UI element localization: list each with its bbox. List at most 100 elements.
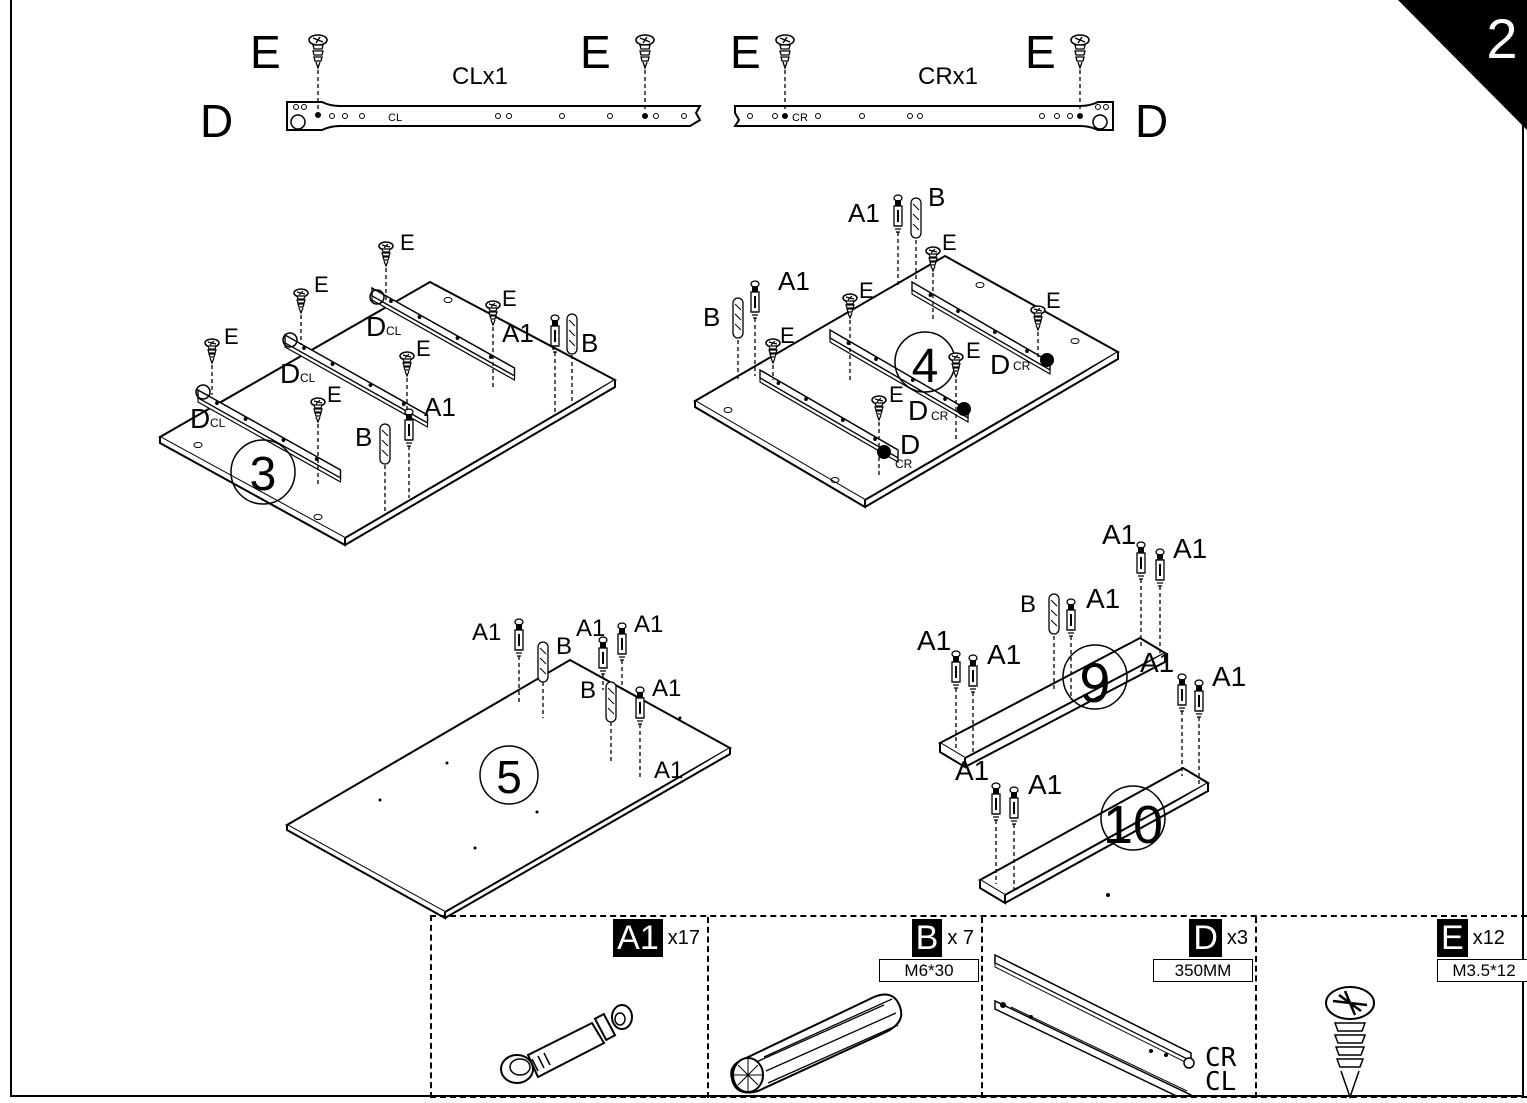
callout-label: CR — [931, 409, 949, 423]
callout-label: CL — [210, 416, 226, 430]
cam-bolt-icon — [514, 618, 524, 657]
cam-bolt-icon — [1155, 548, 1165, 587]
part-qty: x 7 — [942, 919, 979, 957]
slide-cl-marking: CL — [388, 112, 402, 124]
screw-icon — [1325, 986, 1375, 1100]
callout-label: A1 — [955, 755, 989, 786]
panel-number: 10 — [1103, 795, 1163, 855]
callout-label: D — [280, 358, 300, 389]
dowel-icon — [1048, 593, 1060, 635]
step-corner-icon: 2 — [1398, 0, 1527, 130]
callout-label: A1 — [1212, 661, 1246, 692]
screw-icon — [635, 34, 655, 69]
panel-number-circle — [479, 745, 539, 805]
dowel-icon — [537, 641, 549, 683]
part-code: D — [1189, 919, 1222, 957]
cam-bolt-icon — [991, 782, 1001, 821]
callout-label: E — [859, 278, 874, 303]
cam-bolt-icon — [1066, 598, 1076, 637]
cam-bolt-icon — [951, 650, 961, 689]
screw-icon — [1070, 34, 1090, 69]
screw-icon — [308, 34, 328, 69]
cam-bolt-icon — [893, 194, 903, 233]
part-a1-tag: A1 x17 — [613, 919, 705, 957]
panel-number: 3 — [250, 448, 277, 501]
callout-label: D — [190, 403, 210, 434]
cam-bolt-icon — [598, 636, 608, 675]
callout-label: A1 — [424, 392, 456, 422]
cam-bolt-icon — [550, 314, 560, 353]
slide-label: D — [1135, 95, 1168, 147]
callout-label: A1 — [917, 625, 951, 656]
slide-label: D — [200, 95, 233, 147]
cam-bolt-icon — [500, 1004, 633, 1084]
panel-number: 9 — [1079, 651, 1110, 714]
part-a1-cell: A1 x17 — [432, 917, 709, 1098]
callout-label: E — [780, 323, 795, 348]
slide-variant-cl: CL — [1205, 1067, 1237, 1097]
callout-label: A1 — [1102, 519, 1136, 550]
callout-label: E — [889, 382, 904, 407]
callout-label: E — [416, 336, 431, 361]
callout-label: A1 — [1173, 533, 1207, 564]
cam-bolt-icon — [1194, 679, 1204, 718]
callout-label: E — [1046, 288, 1061, 313]
panel-number-circle — [230, 439, 296, 505]
callout-label: A1 — [502, 318, 534, 348]
callout-label: E — [400, 230, 415, 255]
panel-number: 5 — [496, 751, 522, 803]
screw-icon — [775, 34, 795, 69]
cam-bolt-icon — [1177, 673, 1187, 712]
callout-label: A1 — [472, 619, 501, 646]
screw-label: E — [580, 26, 611, 78]
callout-label: B — [928, 182, 945, 212]
callout-label: B — [556, 633, 572, 660]
slide-cr-label: CRx1 — [918, 63, 978, 90]
callout-label: A1 — [1086, 583, 1120, 614]
callout-label: B — [1020, 591, 1036, 618]
part-spec: 350MM — [1153, 959, 1253, 982]
callout-label: A1 — [778, 266, 810, 296]
panel-9-diagram: 9 A1 A1 B A1 A1 A1 — [917, 519, 1207, 769]
callout-label: B — [580, 677, 596, 704]
callout-label: CR — [895, 457, 913, 471]
callout-label: D — [908, 395, 928, 426]
callout-label: E — [327, 382, 342, 407]
cam-bolt-icon — [404, 408, 414, 447]
callout-label: B — [581, 328, 598, 358]
screw-icon — [293, 288, 309, 314]
dowel-icon — [379, 423, 391, 465]
cam-bolt-icon — [635, 686, 645, 725]
panel-number-circle — [1062, 644, 1128, 710]
callout-label: D — [990, 349, 1010, 380]
parts-list: A1 x17 B x 7 M6*30 D x3 — [430, 915, 1527, 1100]
slide-cl-label: CLx1 — [452, 63, 508, 90]
dowel-icon — [730, 993, 903, 1094]
callout-label: E — [224, 324, 239, 349]
screw-label: E — [250, 26, 281, 78]
callout-label: CL — [386, 324, 402, 338]
slide-cr-marking: CR — [792, 112, 808, 124]
screw-label: E — [730, 26, 761, 78]
callout-label: E — [314, 272, 329, 297]
dowel-icon — [605, 681, 617, 723]
slide-cl-diagram: CL E E CLx1 D — [200, 26, 702, 147]
part-e-cell: E x12 M3.5*12 — [1257, 917, 1527, 1100]
callout-label: A1 — [1028, 769, 1062, 800]
part-b-tag: B x 7 — [911, 919, 979, 957]
drawer-slide-icon — [994, 953, 1195, 1095]
callout-label: CR — [1013, 359, 1031, 373]
callout-label: A1 — [848, 198, 880, 228]
part-qty: x3 — [1221, 919, 1253, 957]
cam-bolt-icon — [617, 622, 627, 661]
part-qty: x17 — [662, 919, 705, 957]
part-spec: M6*30 — [879, 959, 979, 982]
cam-bolt-icon — [1009, 786, 1019, 825]
panel-number-circle — [1100, 785, 1166, 851]
callout-label: A1 — [654, 757, 683, 784]
part-d-cell: D x3 350MM CR CL — [983, 917, 1257, 1098]
callout-label: E — [502, 286, 517, 311]
callout-label: A1 — [1140, 647, 1174, 678]
